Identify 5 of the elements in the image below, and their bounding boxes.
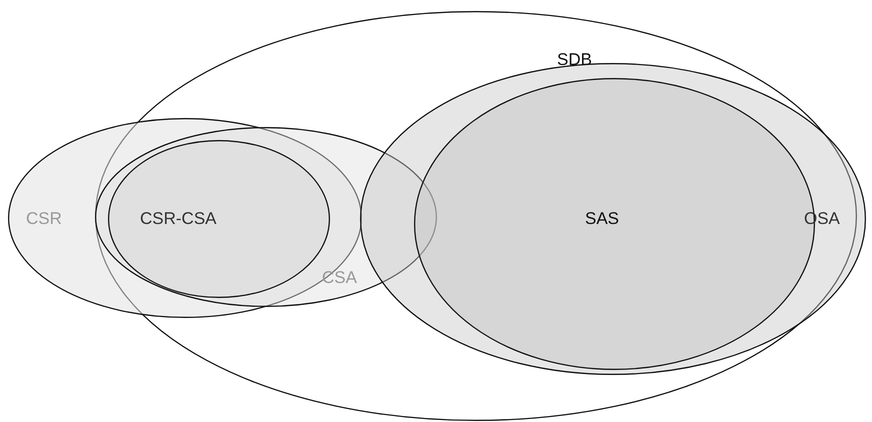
set-label: CSR (26, 209, 62, 229)
set-label: CSR-CSA (140, 209, 217, 229)
set-label: SDB (557, 50, 592, 70)
set-label: SAS (585, 209, 620, 229)
set-label: CSA (322, 268, 357, 288)
